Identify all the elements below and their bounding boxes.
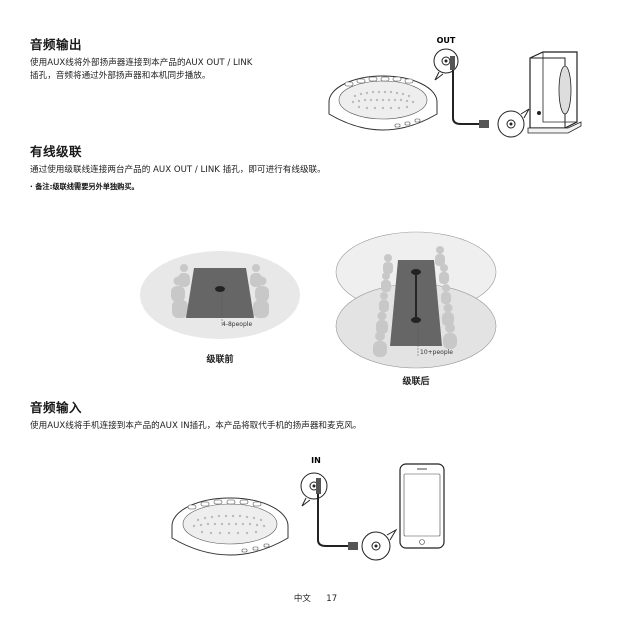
before-cascade-caption: 级联前 (190, 352, 250, 365)
after-cascade-caption: 级联后 (386, 374, 446, 387)
in-port-label: IN (311, 456, 321, 465)
out-port-label: OUT (437, 36, 456, 45)
in-port-callout (301, 473, 327, 506)
conference-table (186, 268, 254, 318)
before-people-count: 4-8people (222, 321, 252, 328)
section-out-paragraph: 使用AUX线将外部扬声器连接到本产品的AUX OUT / LINK 插孔，音频将… (30, 57, 330, 83)
speakerphone-device-in (172, 498, 288, 555)
page-number: 17 (326, 594, 337, 604)
external-speaker (528, 52, 581, 133)
before-cascade-illustration (138, 248, 302, 344)
section-cascade-title: 有线级联 (30, 141, 82, 160)
device-2 (411, 317, 421, 323)
cascade-note: · 备注:级联线需要另外单独购买。 (30, 182, 139, 192)
mobile-phone (400, 464, 444, 548)
section-out-title: 音频输出 (30, 34, 82, 53)
device-on-table (215, 286, 225, 292)
audio-in-illustration: IN (168, 450, 458, 574)
after-people-count: 10+people (420, 349, 453, 356)
page-footer: 中文 17 (0, 592, 631, 604)
phone-port-callout (362, 530, 396, 560)
section-in-title: 音频输入 (30, 397, 82, 416)
after-cascade-illustration (334, 230, 498, 374)
section-cascade-paragraph: 通过使用级联线连接两台产品的 AUX OUT / LINK 插孔，即可进行有线级… (30, 164, 590, 177)
section-out-para-line2: 插孔，音频将通过外部扬声器和本机同步播放。 (30, 70, 330, 83)
speakerphone-device (329, 76, 437, 130)
section-in-paragraph: 使用AUX线将手机连接到本产品的AUX IN插孔，本产品将取代手机的扬声器和麦克… (30, 420, 600, 433)
speaker-port-callout (498, 109, 529, 137)
section-out-para-line1: 使用AUX线将外部扬声器连接到本产品的AUX OUT / LINK (30, 57, 330, 70)
audio-out-illustration: OUT (325, 30, 605, 142)
footer-language: 中文 (294, 594, 311, 604)
device-1 (411, 269, 421, 275)
